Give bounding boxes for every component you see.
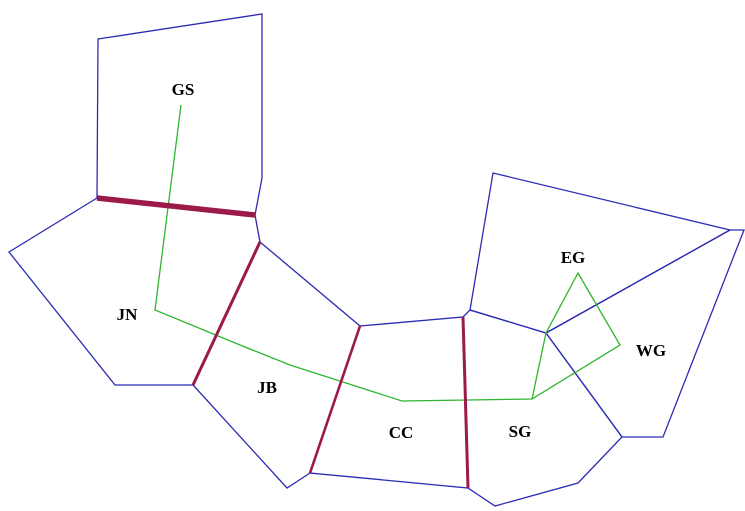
highlighted-boundaries [96,195,470,489]
region-label-wg: WG [636,341,666,360]
region-label-sg: SG [509,422,532,441]
region-wg-outline [545,229,745,438]
boundary-jn-jb [191,241,262,386]
region-label-jn: JN [117,305,139,324]
region-label-cc: CC [389,423,414,442]
region-label-jb: JB [257,378,277,397]
region-outlines [8,13,745,507]
region-eg-outline [469,172,732,334]
region-gs-outline [96,13,263,216]
connection-path [154,104,621,402]
region-sg-outline [462,309,623,507]
region-jn-outline [8,197,261,386]
boundary-cc-sg [461,316,470,489]
region-jb-outline [192,240,361,489]
region-label-gs: GS [172,80,195,99]
region-label-eg: EG [561,248,586,267]
boundary-jb-cc [308,325,362,474]
region-labels: GS JN JB CC SG EG WG [117,80,667,442]
boundary-gs-jn [96,195,256,218]
